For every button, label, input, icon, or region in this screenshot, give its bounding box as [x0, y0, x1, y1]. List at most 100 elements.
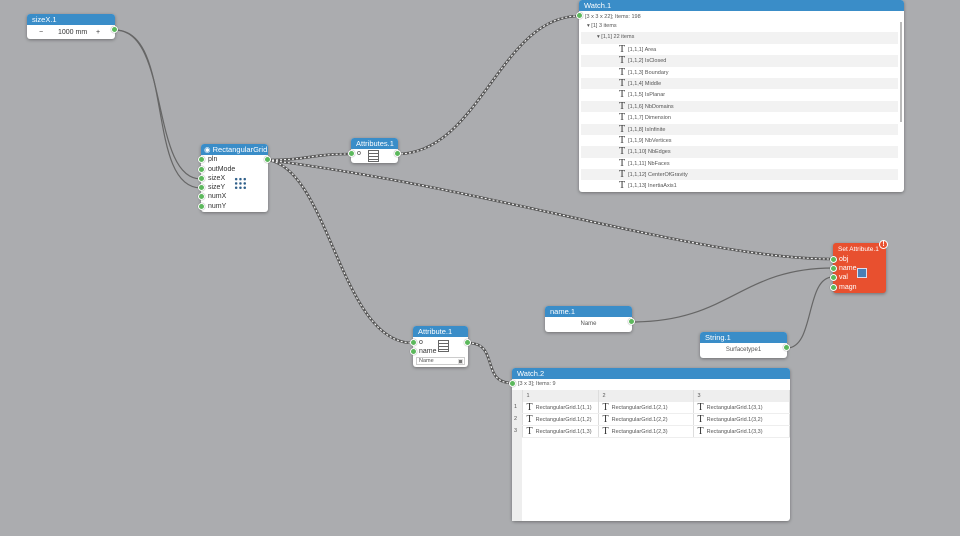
- output-port[interactable]: [111, 26, 118, 33]
- input-port-sizex[interactable]: [198, 175, 205, 182]
- tree-item[interactable]: T[1,1,13] InertiaAxis1: [581, 180, 898, 190]
- attribute-node[interactable]: Attribute.1 o name Name: [410, 326, 471, 367]
- tree-label: [1,1,5] IsPlanar: [628, 92, 666, 99]
- value-display[interactable]: 1000 mm: [58, 29, 88, 36]
- row-label: 3: [512, 425, 523, 438]
- input-port-val[interactable]: [830, 274, 837, 281]
- tree-item[interactable]: T[1,1,11] NbFaces: [581, 157, 898, 170]
- input-port-numx[interactable]: [198, 193, 205, 200]
- attributes-node[interactable]: Attributes.1 o: [348, 138, 401, 163]
- node-title: sizeX.1: [27, 14, 115, 25]
- tree-item[interactable]: T[1,1,10] NbEdges: [581, 146, 898, 158]
- tree-item[interactable]: T[1,1,1] Area: [581, 43, 898, 56]
- tree-label: [1,1,12] CenterOfGravity: [628, 172, 688, 179]
- row-gutter: [512, 412, 522, 521]
- port-label: magn: [839, 284, 857, 291]
- text-type-icon: T: [697, 413, 704, 425]
- tree-item[interactable]: T[1,1,7] Dimension: [581, 112, 898, 124]
- tree-label: [1,1,10] NbEdges: [628, 149, 671, 156]
- warning-icon[interactable]: !: [879, 240, 888, 249]
- tree-label: [1,1,13] InertiaAxis1: [628, 183, 677, 190]
- wire-attribute-watch2: [467, 342, 513, 384]
- input-port-name[interactable]: [830, 265, 837, 272]
- port-label: outMode: [208, 166, 236, 173]
- input-port-name[interactable]: [410, 348, 417, 355]
- tree-label: [1,1,11] NbFaces: [628, 160, 670, 167]
- text-type-icon: T: [619, 66, 626, 78]
- text-type-icon: T: [619, 55, 626, 67]
- tree-label: [1,1] 22 items: [601, 34, 635, 41]
- output-port[interactable]: [783, 344, 790, 351]
- input-port-magn[interactable]: [830, 284, 837, 291]
- input-port-obj[interactable]: [830, 256, 837, 263]
- input-port-pln[interactable]: [198, 156, 205, 163]
- input-port-o[interactable]: [348, 150, 355, 157]
- port-label: sizeY: [208, 184, 226, 191]
- output-port[interactable]: [264, 156, 271, 163]
- dropdown-icon[interactable]: [458, 359, 463, 364]
- tree-label: [1,1,6] NbDomains: [628, 103, 674, 110]
- rectangular-grid-node[interactable]: ◉ RectangularGrid. pln outMode sizeX siz…: [198, 144, 271, 212]
- string-value[interactable]: Surfacetype1: [725, 347, 762, 353]
- select-all-checkbox[interactable]: [512, 390, 523, 402]
- tree-label: [1] 3 items: [591, 23, 617, 29]
- tree-item[interactable]: T[1,1,4] Middle: [581, 77, 898, 90]
- tree-item[interactable]: T[1,1,5] IsPlanar: [581, 89, 898, 101]
- input-port-sizey[interactable]: [198, 184, 205, 191]
- tree-node-level2[interactable]: ▾ [1,1] 22 items: [581, 32, 898, 44]
- string-node[interactable]: String.1 Surfacetype1: [700, 332, 790, 358]
- row-label: 1: [512, 401, 523, 414]
- field-value: Name: [419, 358, 434, 364]
- scrollbar[interactable]: [900, 22, 902, 122]
- watch1-node[interactable]: Watch.1 [3 x 3 x 22]; Items: 198 ▾ [1] 3…: [576, 0, 904, 192]
- output-port[interactable]: [464, 339, 471, 346]
- input-port-numy[interactable]: [198, 203, 205, 210]
- decrement-button[interactable]: −: [39, 29, 44, 36]
- increment-button[interactable]: +: [96, 29, 101, 36]
- tree-item[interactable]: T[1,1,6] NbDomains: [581, 100, 898, 113]
- watch-tree[interactable]: ▾ [1] 3 items ▾ [1,1] 22 items T[1,1,1] …: [581, 21, 898, 190]
- output-port[interactable]: [394, 150, 401, 157]
- input-port-o[interactable]: [410, 339, 417, 346]
- port-label: name: [419, 348, 437, 355]
- node-title: String.1: [700, 332, 787, 343]
- wire-grid-setattr: [267, 159, 834, 260]
- tree-node-level1[interactable]: ▾ [1] 3 items: [581, 21, 898, 33]
- tree-item[interactable]: T[1,1,8] IsInfinite: [581, 123, 898, 135]
- node-title: Watch.2: [512, 368, 790, 379]
- port-label: obj: [839, 256, 849, 263]
- input-port[interactable]: [509, 380, 516, 387]
- column-header: 3: [693, 390, 790, 402]
- expand-icon[interactable]: ▾: [597, 34, 602, 41]
- output-port[interactable]: [628, 318, 635, 325]
- tree-item[interactable]: T[1,1,2] IsClosed: [581, 55, 898, 67]
- eye-icon[interactable]: ◉: [204, 145, 213, 154]
- tree-item[interactable]: T[1,1,12] CenterOfGravity: [581, 169, 898, 181]
- string-value[interactable]: Name: [580, 321, 597, 327]
- tree-item[interactable]: T[1,1,3] Boundary: [581, 66, 898, 78]
- name-string-node[interactable]: name.1 Name: [545, 306, 635, 332]
- set-attribute-node[interactable]: Set Attribute.1 ! obj name val magn: [830, 240, 888, 293]
- input-port[interactable]: [576, 12, 583, 19]
- tree-item[interactable]: T[1,1,9] NbVertices: [581, 134, 898, 147]
- text-type-icon: T: [602, 401, 609, 413]
- node-title: name.1: [545, 306, 632, 317]
- expand-icon[interactable]: ▾: [587, 23, 592, 29]
- input-port-outmode[interactable]: [198, 166, 205, 173]
- sizex-slider-node[interactable]: sizeX.1 − 1000 mm +: [27, 14, 118, 39]
- tree-label: [1,1,2] IsClosed: [628, 58, 667, 65]
- name-field[interactable]: Name: [416, 357, 465, 365]
